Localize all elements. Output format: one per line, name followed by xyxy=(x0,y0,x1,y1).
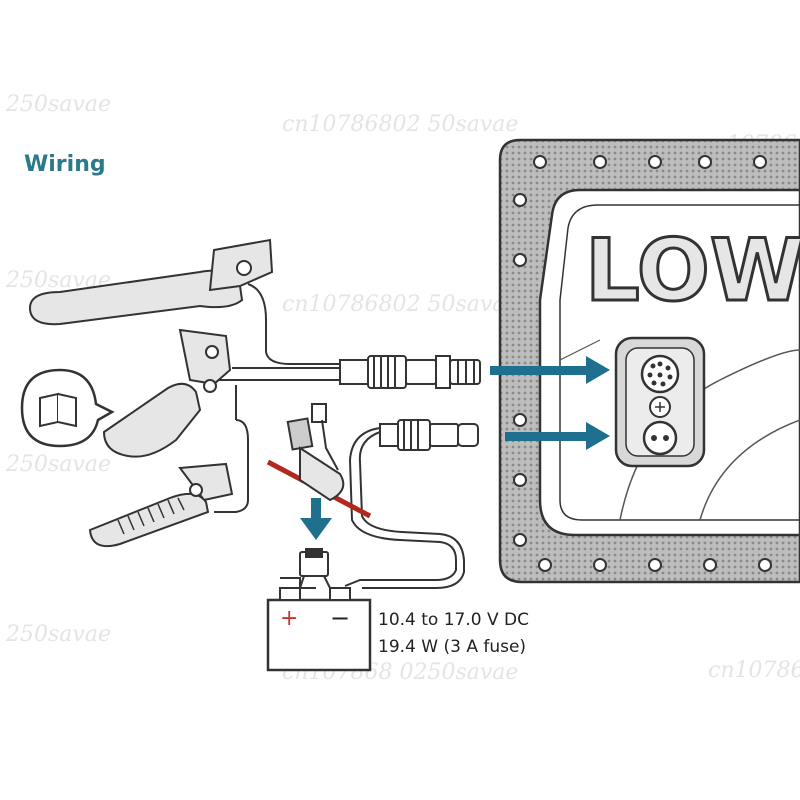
fuse-icon xyxy=(286,403,345,502)
transducer-cable xyxy=(214,283,481,513)
manual-book-icon xyxy=(20,368,115,448)
power-cable xyxy=(344,419,479,589)
battery-plus-label: + xyxy=(280,606,299,631)
transducer-top xyxy=(28,238,274,326)
arrow-down-icon xyxy=(300,498,332,540)
transducer-middle xyxy=(102,328,232,458)
power-spec: 19.4 W (3 A fuse) xyxy=(378,637,527,657)
page-title: Wiring xyxy=(24,152,106,177)
voltage-spec: 10.4 to 17.0 V DC xyxy=(378,610,529,630)
transducer-bottom xyxy=(88,462,234,548)
arrow-right-icon xyxy=(505,422,610,450)
power-port xyxy=(642,420,678,456)
bezel-screws xyxy=(513,155,772,572)
battery-icon xyxy=(266,577,372,672)
arrow-right-icon xyxy=(490,356,610,384)
fuse-icon xyxy=(298,548,331,589)
brand-logo: LOW xyxy=(585,221,800,321)
battery-minus-label: − xyxy=(330,604,351,632)
connector-panel xyxy=(614,336,706,468)
display-unit: LOW xyxy=(498,138,800,584)
